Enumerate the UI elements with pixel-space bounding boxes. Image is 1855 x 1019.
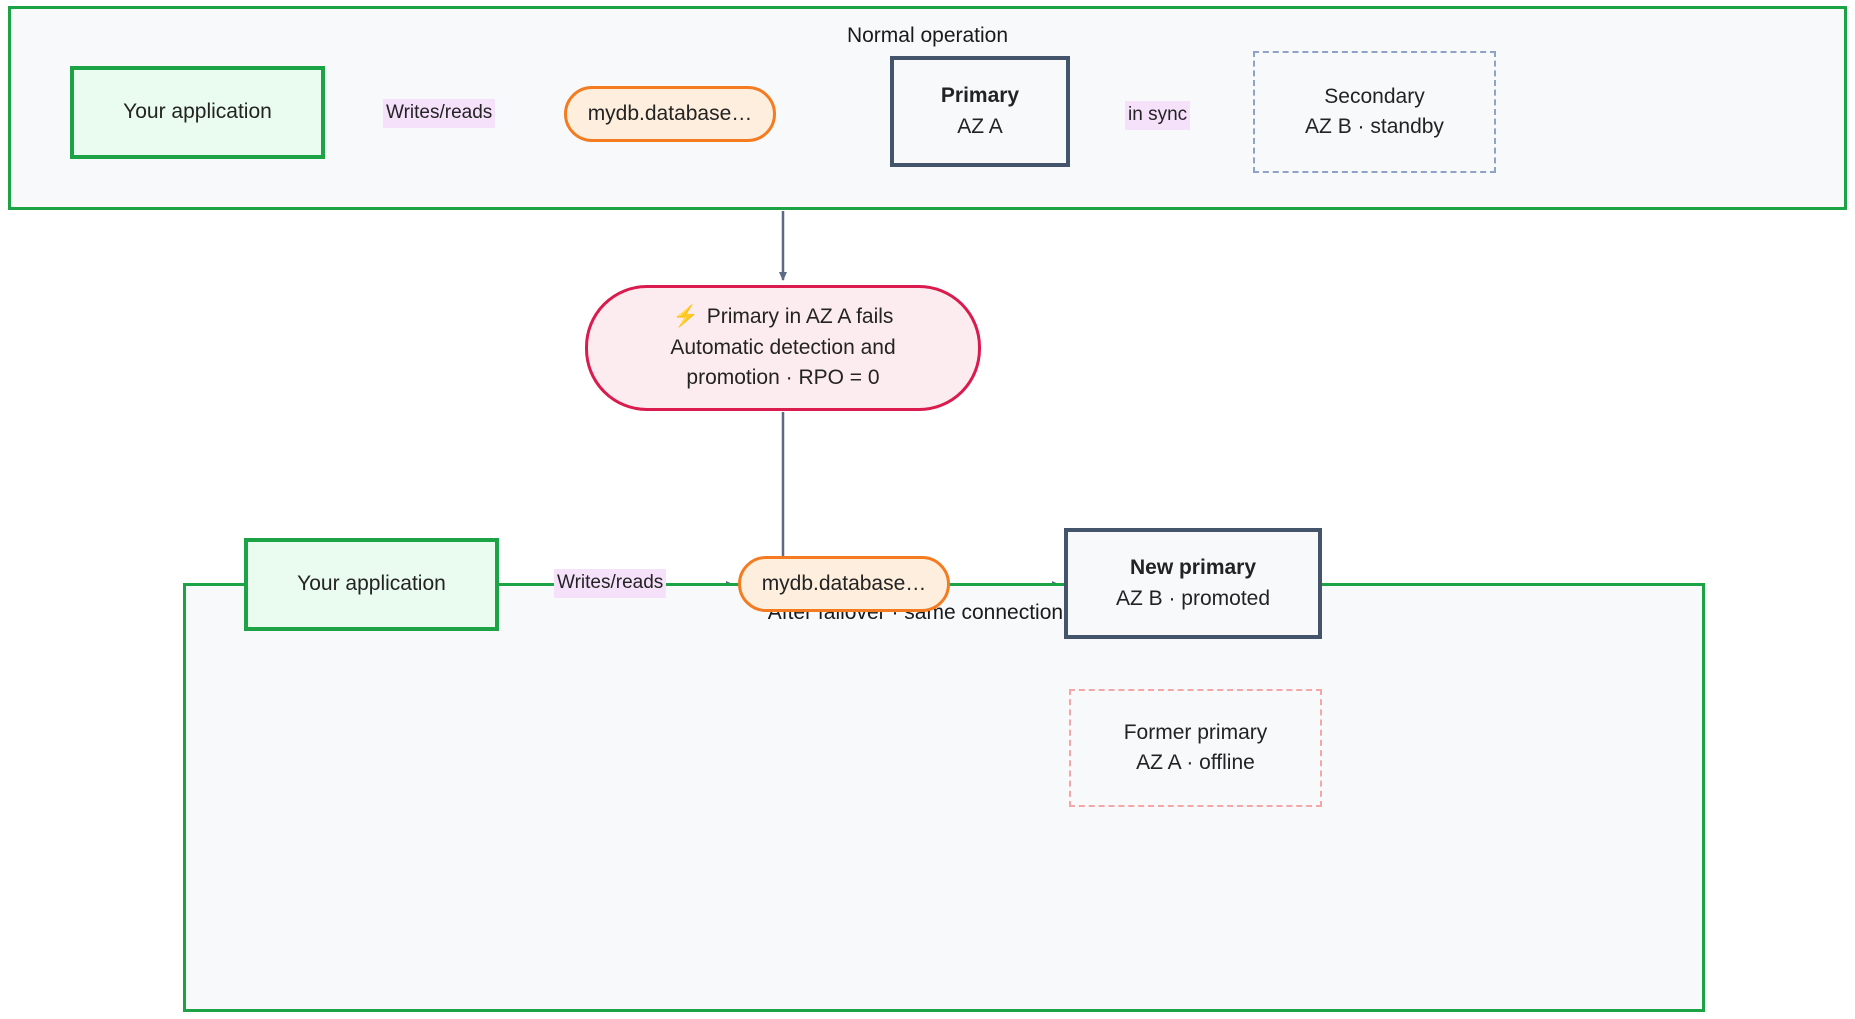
node-label: Your application [297, 572, 446, 596]
failover-line-2: Automatic detection and [670, 335, 896, 359]
node-subtitle: AZ B · promoted [1115, 586, 1271, 610]
node-subtitle: AZ B · standby [1305, 115, 1444, 138]
node-endpoint-normal[interactable]: mydb.database… [564, 86, 776, 142]
failover-line-3: promotion · RPO = 0 [686, 366, 880, 390]
node-endpoint-after[interactable]: mydb.database… [738, 556, 950, 612]
node-subtitle: AZ A · offline [1136, 751, 1255, 774]
node-title: Former primary [1123, 720, 1268, 744]
node-former-primary-az-a-offline[interactable]: Former primary AZ A · offline [1069, 689, 1322, 807]
node-subtitle: AZ A [957, 114, 1003, 138]
node-secondary-az-b-standby[interactable]: Secondary AZ B · standby [1253, 51, 1496, 173]
edge-label-writes-reads-normal: Writes/reads [383, 99, 496, 128]
cluster-after-failover: After failover · same connection string [183, 583, 1705, 1012]
node-failover-event[interactable]: ⚡ Primary in AZ A fails Automatic detecti… [585, 285, 981, 411]
failover-headline: Primary in AZ A fails [706, 305, 894, 329]
edge-label-in-sync: in sync [1125, 101, 1191, 130]
node-title: Secondary [1324, 84, 1425, 108]
node-primary-az-a[interactable]: Primary AZ A [890, 56, 1070, 167]
node-title: Primary [940, 84, 1020, 108]
node-new-primary-az-b[interactable]: New primary AZ B · promoted [1064, 528, 1322, 639]
cluster-normal-title: Normal operation [846, 24, 1009, 47]
lightning-bolt-icon: ⚡ [672, 305, 699, 329]
edge-label-writes-reads-after: Writes/reads [554, 569, 667, 598]
node-your-application-normal[interactable]: Your application [70, 66, 325, 159]
failover-line-1: ⚡ Primary in AZ A fails [673, 302, 894, 332]
node-title: New primary [1129, 556, 1257, 580]
node-label: mydb.database… [587, 101, 753, 125]
node-your-application-after[interactable]: Your application [244, 538, 499, 631]
node-label: Your application [123, 100, 272, 124]
node-label: mydb.database… [761, 571, 927, 595]
